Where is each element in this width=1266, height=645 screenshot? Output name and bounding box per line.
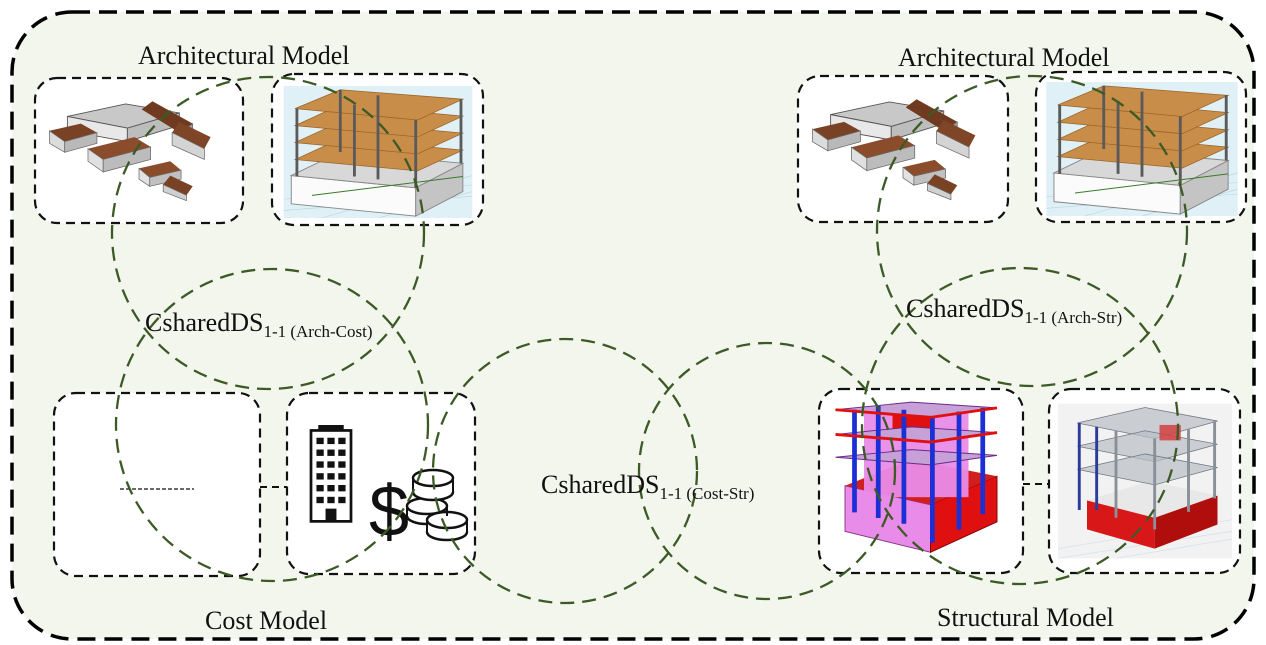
venn-circle-cost — [114, 267, 430, 583]
shared-cost-str-sub: (Cost-Str) — [686, 484, 755, 503]
shared-cost-str-label: CsharedDS1-1 (Cost-Str) — [541, 470, 755, 503]
shared-arch-str-sub: (Arch-Str) — [1051, 308, 1123, 327]
cost-model-label: Cost Model — [205, 606, 328, 635]
venn-circle-cost-str-left — [431, 337, 699, 605]
shared-cost-str-main: CsharedDS — [541, 470, 660, 499]
shared-arch-str-main: CsharedDS — [906, 294, 1025, 323]
venn-circle-cost-str-right — [637, 341, 897, 601]
shared-arch-str-label: CsharedDS1-1 (Arch-Str) — [906, 294, 1123, 327]
arch-left-label: Architectural Model — [138, 41, 350, 70]
structural-gray-model-icon — [1058, 402, 1232, 560]
venn-circle-arch-left — [110, 75, 426, 391]
shared-arch-cost-main: CsharedDS — [145, 308, 264, 337]
cost-box-empty — [52, 391, 262, 578]
venn-circle-structural — [860, 266, 1180, 586]
building-frame-model-icon — [282, 86, 474, 218]
shared-arch-str-idx: 1-1 — [1024, 308, 1048, 327]
structural-model-label: Structural Model — [937, 603, 1114, 632]
shared-arch-cost-label: CsharedDS1-1 (Arch-Cost) — [145, 308, 373, 341]
skyscraper-icon — [309, 425, 353, 523]
shared-arch-cost-idx: 1-1 — [263, 322, 287, 341]
arch-right-label: Architectural Model — [898, 43, 1110, 72]
building-frame-model-icon — [1046, 82, 1238, 216]
shared-arch-cost-sub: (Arch-Cost) — [290, 322, 373, 341]
shared-cost-str-idx: 1-1 — [659, 484, 683, 503]
venn-circle-arch-right — [875, 74, 1189, 388]
